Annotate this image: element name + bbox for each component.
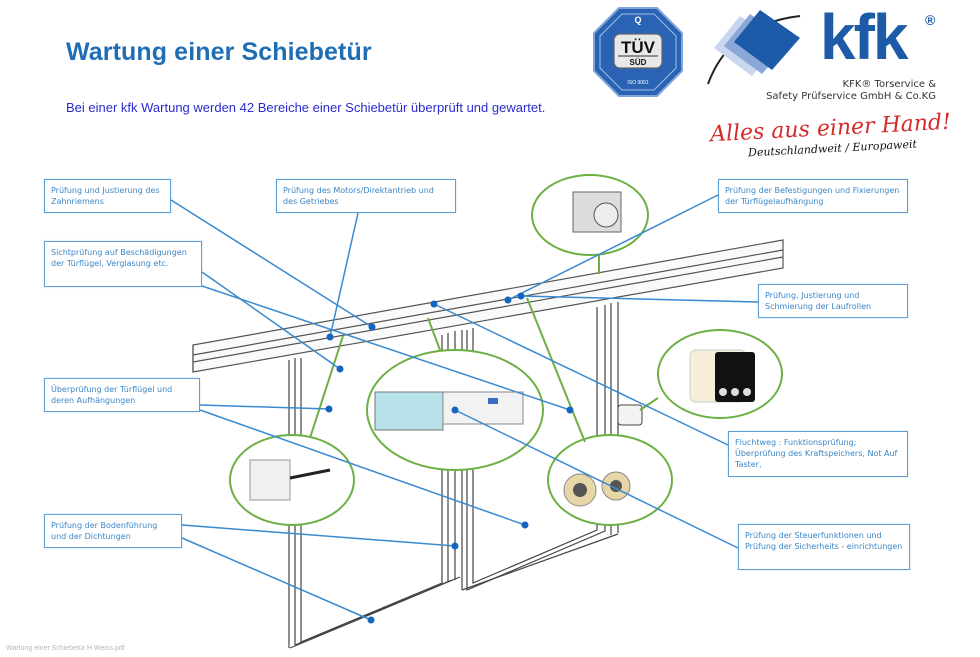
detail-circle-belt-tensioner — [229, 434, 355, 526]
leader-line-steuerfunktionen — [454, 409, 739, 549]
leader-line-bodenfuehrung — [181, 524, 456, 547]
inspection-point-tuerfluegel — [325, 405, 333, 413]
callout-tuerfluegel: Überprüfung der Türflügel und deren Aufh… — [44, 378, 200, 412]
green-connectors — [309, 255, 659, 443]
inspection-point-befestigungen — [504, 296, 512, 304]
inspection-point-sichtpruefung — [336, 365, 344, 373]
kfk-registered-mark: ® — [925, 12, 936, 28]
inspection-point-motor — [326, 333, 334, 341]
tuv-sud-badge: Q TÜV SÜD ISO 9001 — [593, 7, 683, 97]
leader-lines — [170, 194, 759, 621]
header-rail — [192, 239, 784, 373]
tuv-q-label: Q — [634, 15, 641, 25]
leader-line-laufrollen — [520, 295, 759, 303]
callout-fluchtweg: Fluchtweg : Funktionsprüfung; Überprüfun… — [728, 431, 908, 477]
callout-motor: Prüfung des Motors/Direktantrieb und des… — [276, 179, 456, 213]
tuv-sud-label: SÜD — [630, 58, 647, 67]
kfk-logo-text: kfk — [820, 1, 908, 73]
callout-befestigungen: Prüfung der Befestigungen und Fixierunge… — [718, 179, 908, 213]
inspection-point-steuerfunktionen — [451, 406, 459, 414]
inspection-point-zahnriemen — [368, 323, 376, 331]
leader-line-motor — [329, 212, 359, 338]
callout-steuerfunktionen: Prüfung der Steuerfunktionen und Prüfung… — [738, 524, 910, 570]
inspection-point-laufrollen — [517, 292, 525, 300]
leader-points — [325, 292, 574, 624]
leader-line-sichtpruefung — [201, 271, 341, 370]
callout-bodenfuehrung: Prüfung der Bodenführung und der Dichtun… — [44, 514, 182, 548]
inspection-point-sichtpruefung — [566, 406, 574, 414]
leader-line-bodenfuehrung — [181, 537, 372, 621]
inspection-point-bodenfuehrung — [451, 542, 459, 550]
callout-sichtpruefung: Sichtprüfung auf Beschädigungen der Türf… — [44, 241, 202, 287]
tuv-main-label: TÜV — [621, 38, 656, 57]
leader-line-tuerfluegel — [199, 409, 526, 526]
inspection-point-fluchtweg — [430, 300, 438, 308]
leader-line-befestigungen — [507, 194, 719, 301]
company-line-1: KFK® Torservice & — [842, 79, 936, 90]
footer-filename: Wartung einer Schiebetür H Weiss.pdf — [6, 645, 125, 652]
callout-laufrollen: Prüfung, Justierung und Schmierung der L… — [758, 284, 908, 318]
kfk-logo-mark-icon — [707, 10, 801, 85]
inspection-point-bodenfuehrung — [367, 616, 375, 624]
page-subtitle: Bei einer kfk Wartung werden 42 Bereiche… — [66, 100, 546, 115]
leader-line-fluchtweg — [433, 303, 729, 446]
tuv-iso-label: ISO 9001 — [627, 80, 648, 86]
callout-zahnriemen: Prüfung und Justierung des Zahnriemens — [44, 179, 171, 213]
inspection-point-tuerfluegel — [521, 521, 529, 529]
page-title: Wartung einer Schiebetür — [66, 38, 372, 66]
leader-line-tuerfluegel — [199, 404, 330, 410]
company-line-2: Safety Prüfservice GmbH & Co.KG — [766, 91, 936, 102]
company-name: KFK® Torservice & Safety Prüfservice Gmb… — [766, 79, 936, 103]
leader-line-zahnriemen — [170, 199, 373, 328]
leader-line-sichtpruefung — [201, 285, 571, 411]
